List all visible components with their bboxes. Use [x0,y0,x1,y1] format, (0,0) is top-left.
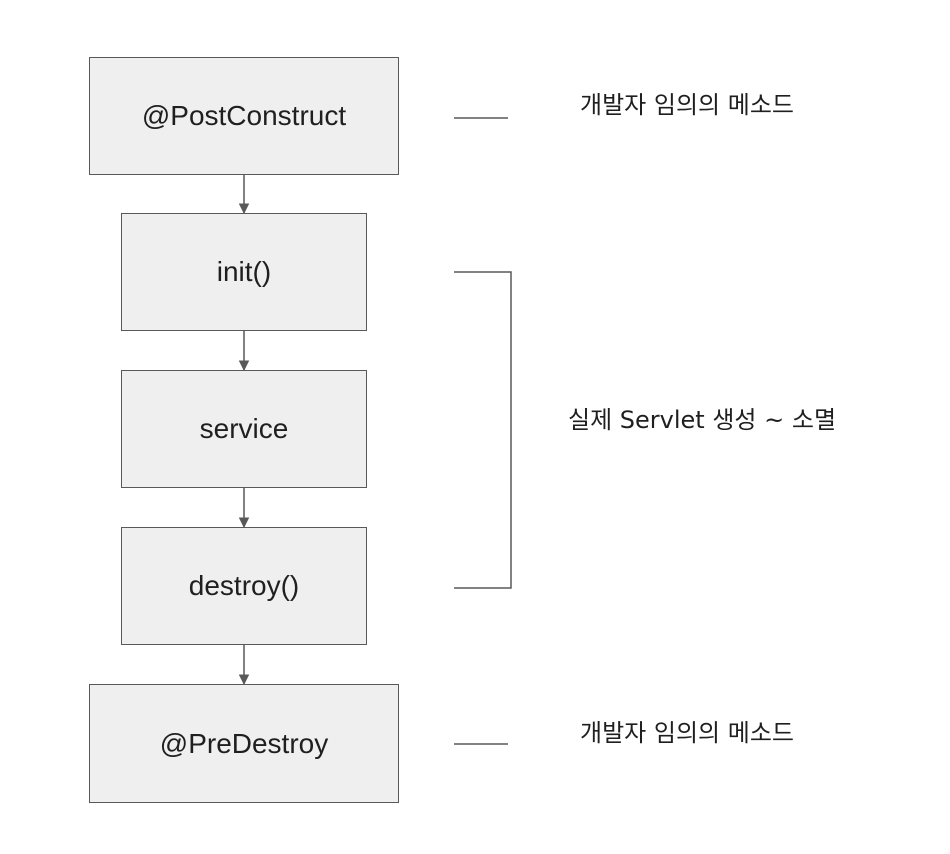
servlet-lifecycle-note: 실제 Servlet 생성 ~ 소멸 [568,406,837,434]
pre-destroy-box: @PreDestroy [89,684,399,803]
destroy-box: destroy() [121,527,367,645]
post-construct-box: @PostConstruct [89,57,399,175]
post-construct-note: 개발자 임의의 메소드 [580,91,794,119]
service-box: service [121,370,367,488]
pre-destroy-label: @PreDestroy [159,727,329,759]
service-label: service [199,413,289,444]
pre-destroy-note: 개발자 임의의 메소드 [580,719,794,747]
servlet-lifecycle-bracket [454,271,512,589]
init-box: init() [121,213,367,331]
init-label: init() [216,256,272,287]
destroy-label: destroy() [188,570,300,601]
post-construct-label: @PostConstruct [141,100,347,131]
